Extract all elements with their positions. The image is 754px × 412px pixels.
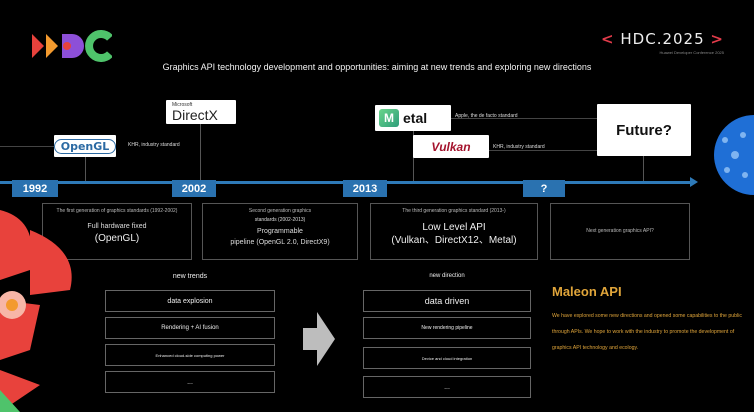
- conference-brand: < HDC.2025 > Huawei Developer Conference…: [601, 30, 724, 55]
- arrow-right-icon: [303, 312, 335, 366]
- trend-item: ...: [105, 371, 275, 393]
- trend-item: Enhanced cloud-side computing power: [105, 344, 275, 366]
- metal-logo: M etal: [375, 105, 451, 131]
- generation-2-box: Second generation graphics standards (20…: [202, 203, 358, 260]
- future-box: Future?: [597, 104, 691, 156]
- direction-item: data driven: [363, 290, 531, 312]
- direction-item: Device and cloud integration: [363, 347, 531, 369]
- new-direction-heading: new direction: [429, 273, 465, 279]
- year-1992: 1992: [12, 180, 58, 197]
- generation-3-box: The third generation graphics standard (…: [370, 203, 538, 260]
- year-2013: 2013: [343, 180, 387, 197]
- directx-logo: Microsoft DirectX: [166, 100, 236, 124]
- hdc-logo: [32, 30, 112, 62]
- vulkan-logo: Vulkan: [413, 135, 489, 158]
- connector-vulkan-future: [489, 150, 597, 151]
- opengl-note: KHR, industry standard: [128, 142, 180, 148]
- connector-metal-future: [451, 118, 597, 119]
- timeline-arrow-icon: [690, 177, 698, 187]
- connector-opengl: [85, 157, 86, 181]
- connector-future: [643, 156, 644, 181]
- generation-4-box: Next generation graphics API?: [550, 203, 690, 260]
- conference-subtitle: Huawei Developer Conference 2025: [659, 50, 724, 55]
- new-trends-heading: new trends: [172, 273, 208, 280]
- trend-item: Rendering + AI fusion: [105, 317, 275, 339]
- year-2002: 2002: [172, 180, 216, 197]
- generation-1-box: The first generation of graphics standar…: [42, 203, 192, 260]
- direction-item: New rendering pipeline: [363, 317, 531, 339]
- year-future: ?: [523, 180, 565, 197]
- direction-item: ...: [363, 376, 531, 398]
- conference-name: HDC.2025: [620, 30, 705, 48]
- connector-left: [0, 146, 54, 147]
- decorative-globe-icon: [714, 115, 754, 195]
- maleon-description: We have explored some new directions and…: [552, 313, 742, 351]
- vulkan-note: KHR, industry standard: [493, 144, 545, 150]
- maleon-title: Maleon API: [552, 284, 622, 299]
- slide-title: Graphics API technology development and …: [162, 62, 592, 72]
- metal-note: Apple, the de facto standard: [455, 113, 518, 119]
- conference-title: < HDC.2025 >: [601, 30, 724, 48]
- opengl-logo: OpenGL: [53, 135, 117, 157]
- decorative-flower-icon: [0, 210, 72, 412]
- connector-directx: [200, 124, 201, 181]
- trend-item: data explosion: [105, 290, 275, 312]
- metal-icon: M: [379, 109, 399, 127]
